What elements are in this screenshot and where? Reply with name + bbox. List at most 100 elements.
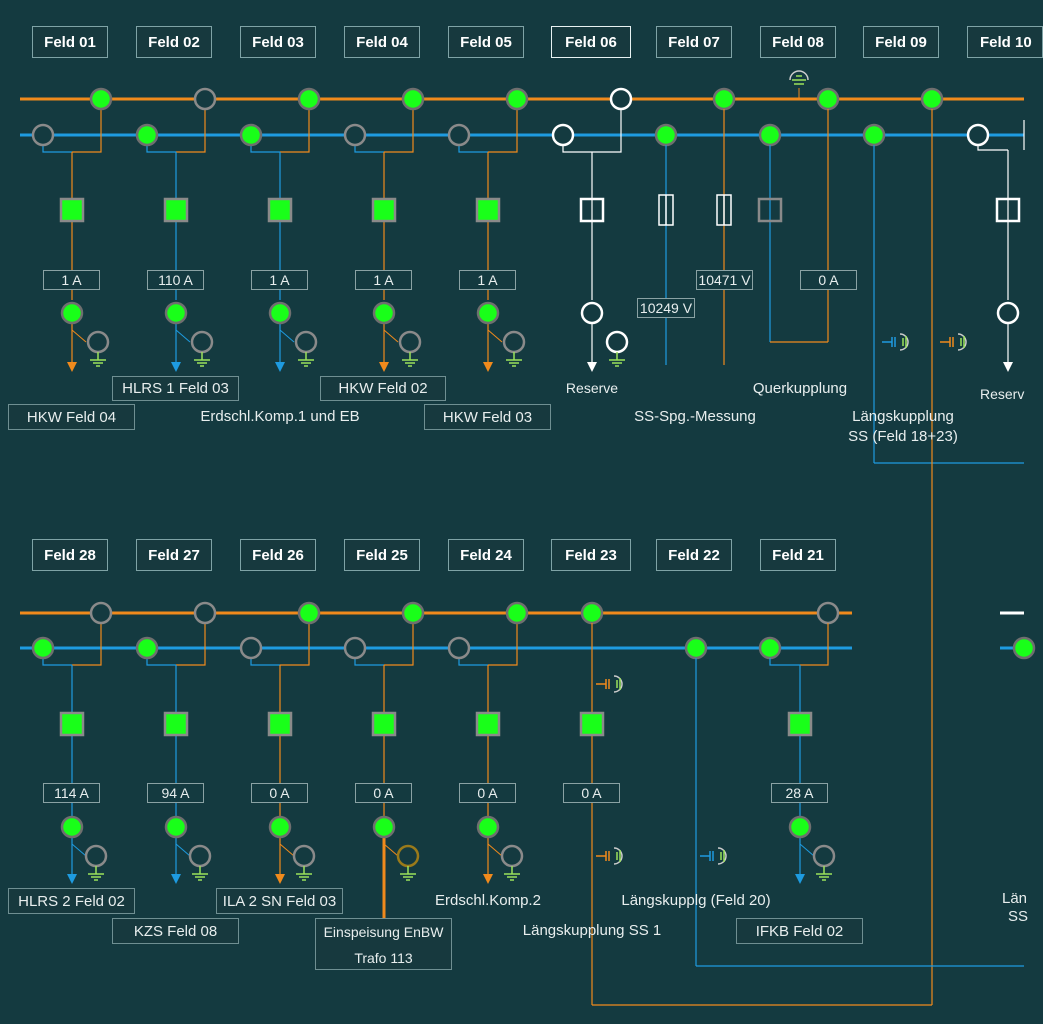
- current-readout-feld-27: 94 A: [147, 783, 204, 803]
- feeder-connection: [42, 658, 72, 666]
- earthing-switch: [812, 844, 836, 868]
- voltage-readout-2: 10471 V: [696, 270, 753, 290]
- feeder-connection: [458, 658, 488, 666]
- feeder-connection: [488, 109, 518, 153]
- arrow-down-icon: [1003, 362, 1013, 372]
- circuit-breaker: [475, 197, 501, 223]
- feeder-disconnector: [164, 301, 188, 325]
- label-hlrs1-feld03: HLRS 1 Feld 03: [112, 376, 239, 401]
- busbar-2-disconnector: [239, 123, 263, 147]
- busbar-1-disconnector: [89, 87, 113, 111]
- current-readout-feld-01: 1 A: [43, 270, 100, 290]
- feeder-connection: [146, 658, 176, 666]
- busbar-2-disconnector: [447, 636, 471, 660]
- feeder-disconnector: [60, 301, 84, 325]
- feeder-connection: [280, 109, 310, 153]
- feeder-disconnector: [60, 815, 84, 839]
- busbar-2-disconnector: [135, 636, 159, 660]
- label-einspeisung-line2: Trafo 113: [354, 950, 413, 966]
- feeder-connection: [72, 109, 102, 153]
- busbar-2-disconnector: [1012, 636, 1036, 660]
- field-button-08[interactable]: Feld 08: [760, 26, 836, 58]
- circuit-breaker: [787, 711, 813, 737]
- feeder-connection: [250, 145, 280, 153]
- label-cut-ss: SS: [1008, 908, 1029, 925]
- arrow-down-icon: [587, 362, 597, 372]
- busbar-1-disconnector: [505, 87, 529, 111]
- busbar-1-disconnector: [193, 601, 217, 625]
- field-button-25[interactable]: Feld 25: [344, 539, 420, 571]
- field-button-09[interactable]: Feld 09: [863, 26, 939, 58]
- label-ila2-sn-feld03: ILA 2 SN Feld 03: [216, 888, 343, 914]
- label-querkupplung: Querkupplung: [752, 380, 848, 397]
- circuit-breaker: [267, 197, 293, 223]
- circuit-breaker: [995, 197, 1021, 223]
- circuit-breaker: [163, 711, 189, 737]
- circuit-breaker: [371, 197, 397, 223]
- earth-link: [799, 843, 815, 857]
- feeder-connection: [562, 145, 592, 153]
- feeder-disconnector: [268, 815, 292, 839]
- field-button-27[interactable]: Feld 27: [136, 539, 212, 571]
- earth-link: [279, 329, 295, 343]
- field-button-07[interactable]: Feld 07: [656, 26, 732, 58]
- earth-link: [175, 843, 191, 857]
- earthing-switch: [396, 844, 420, 868]
- label-kzs-feld08: KZS Feld 08: [112, 918, 239, 944]
- field-button-26[interactable]: Feld 26: [240, 539, 316, 571]
- arrow-down-icon: [275, 874, 285, 884]
- field-button-01[interactable]: Feld 01: [32, 26, 108, 58]
- circuit-breaker: [757, 197, 783, 223]
- arrow-down-icon: [483, 874, 493, 884]
- earth-link: [71, 329, 87, 343]
- current-readout-feld-26: 0 A: [251, 783, 308, 803]
- circuit-breaker: [59, 711, 85, 737]
- field-button-21[interactable]: Feld 21: [760, 539, 836, 571]
- current-readout-feld-24: 0 A: [459, 783, 516, 803]
- feeder-connection: [176, 109, 206, 153]
- earthing-switch: [294, 330, 318, 354]
- busbar-2-disconnector: [758, 636, 782, 660]
- busbar-2-disconnector: [862, 123, 886, 147]
- field-button-05[interactable]: Feld 05: [448, 26, 524, 58]
- label-reserve-cut: Reserv: [980, 386, 1025, 402]
- feeder-connection: [384, 109, 414, 153]
- earthing-switch: [188, 844, 212, 868]
- field-button-02[interactable]: Feld 02: [136, 26, 212, 58]
- feeder-disconnector: [164, 815, 188, 839]
- field-button-22[interactable]: Feld 22: [656, 539, 732, 571]
- field-button-23[interactable]: Feld 23: [551, 539, 631, 571]
- earth-link: [487, 843, 503, 857]
- circuit-breaker: [579, 711, 605, 737]
- label-einspeisung-enbw: Einspeisung EnBW Trafo 113: [315, 918, 452, 970]
- label-hlrs2-feld02: HLRS 2 Feld 02: [8, 888, 135, 914]
- field-button-06[interactable]: Feld 06: [551, 26, 631, 58]
- busbar-1-disconnector: [816, 87, 840, 111]
- arrow-down-icon: [171, 874, 181, 884]
- busbar-2-disconnector: [239, 636, 263, 660]
- field-button-10[interactable]: Feld 10: [967, 26, 1043, 58]
- busbar-1-disconnector: [193, 87, 217, 111]
- label-ifkb-feld02: IFKB Feld 02: [736, 918, 863, 944]
- feeder-connection: [592, 109, 622, 153]
- current-readout-feld-04: 1 A: [355, 270, 412, 290]
- feeder-disconnector: [996, 301, 1020, 325]
- earth-link: [383, 329, 399, 343]
- arrow-down-icon: [171, 362, 181, 372]
- earth-link: [487, 329, 503, 343]
- feeder-connection: [977, 145, 1008, 151]
- earthing-switch: [398, 330, 422, 354]
- field-button-24[interactable]: Feld 24: [448, 539, 524, 571]
- label-erdschl-komp1: Erdschl.Komp.1 und EB: [200, 408, 360, 425]
- busbar-2-disconnector: [135, 123, 159, 147]
- earthing-switch: [605, 330, 629, 354]
- field-button-28[interactable]: Feld 28: [32, 539, 108, 571]
- arrow-down-icon: [795, 874, 805, 884]
- feeder-disconnector: [788, 815, 812, 839]
- busbar-2-disconnector: [31, 123, 55, 147]
- field-button-04[interactable]: Feld 04: [344, 26, 420, 58]
- busbar-1-disconnector: [297, 87, 321, 111]
- field-button-03[interactable]: Feld 03: [240, 26, 316, 58]
- current-readout-feld-08: 0 A: [800, 270, 857, 290]
